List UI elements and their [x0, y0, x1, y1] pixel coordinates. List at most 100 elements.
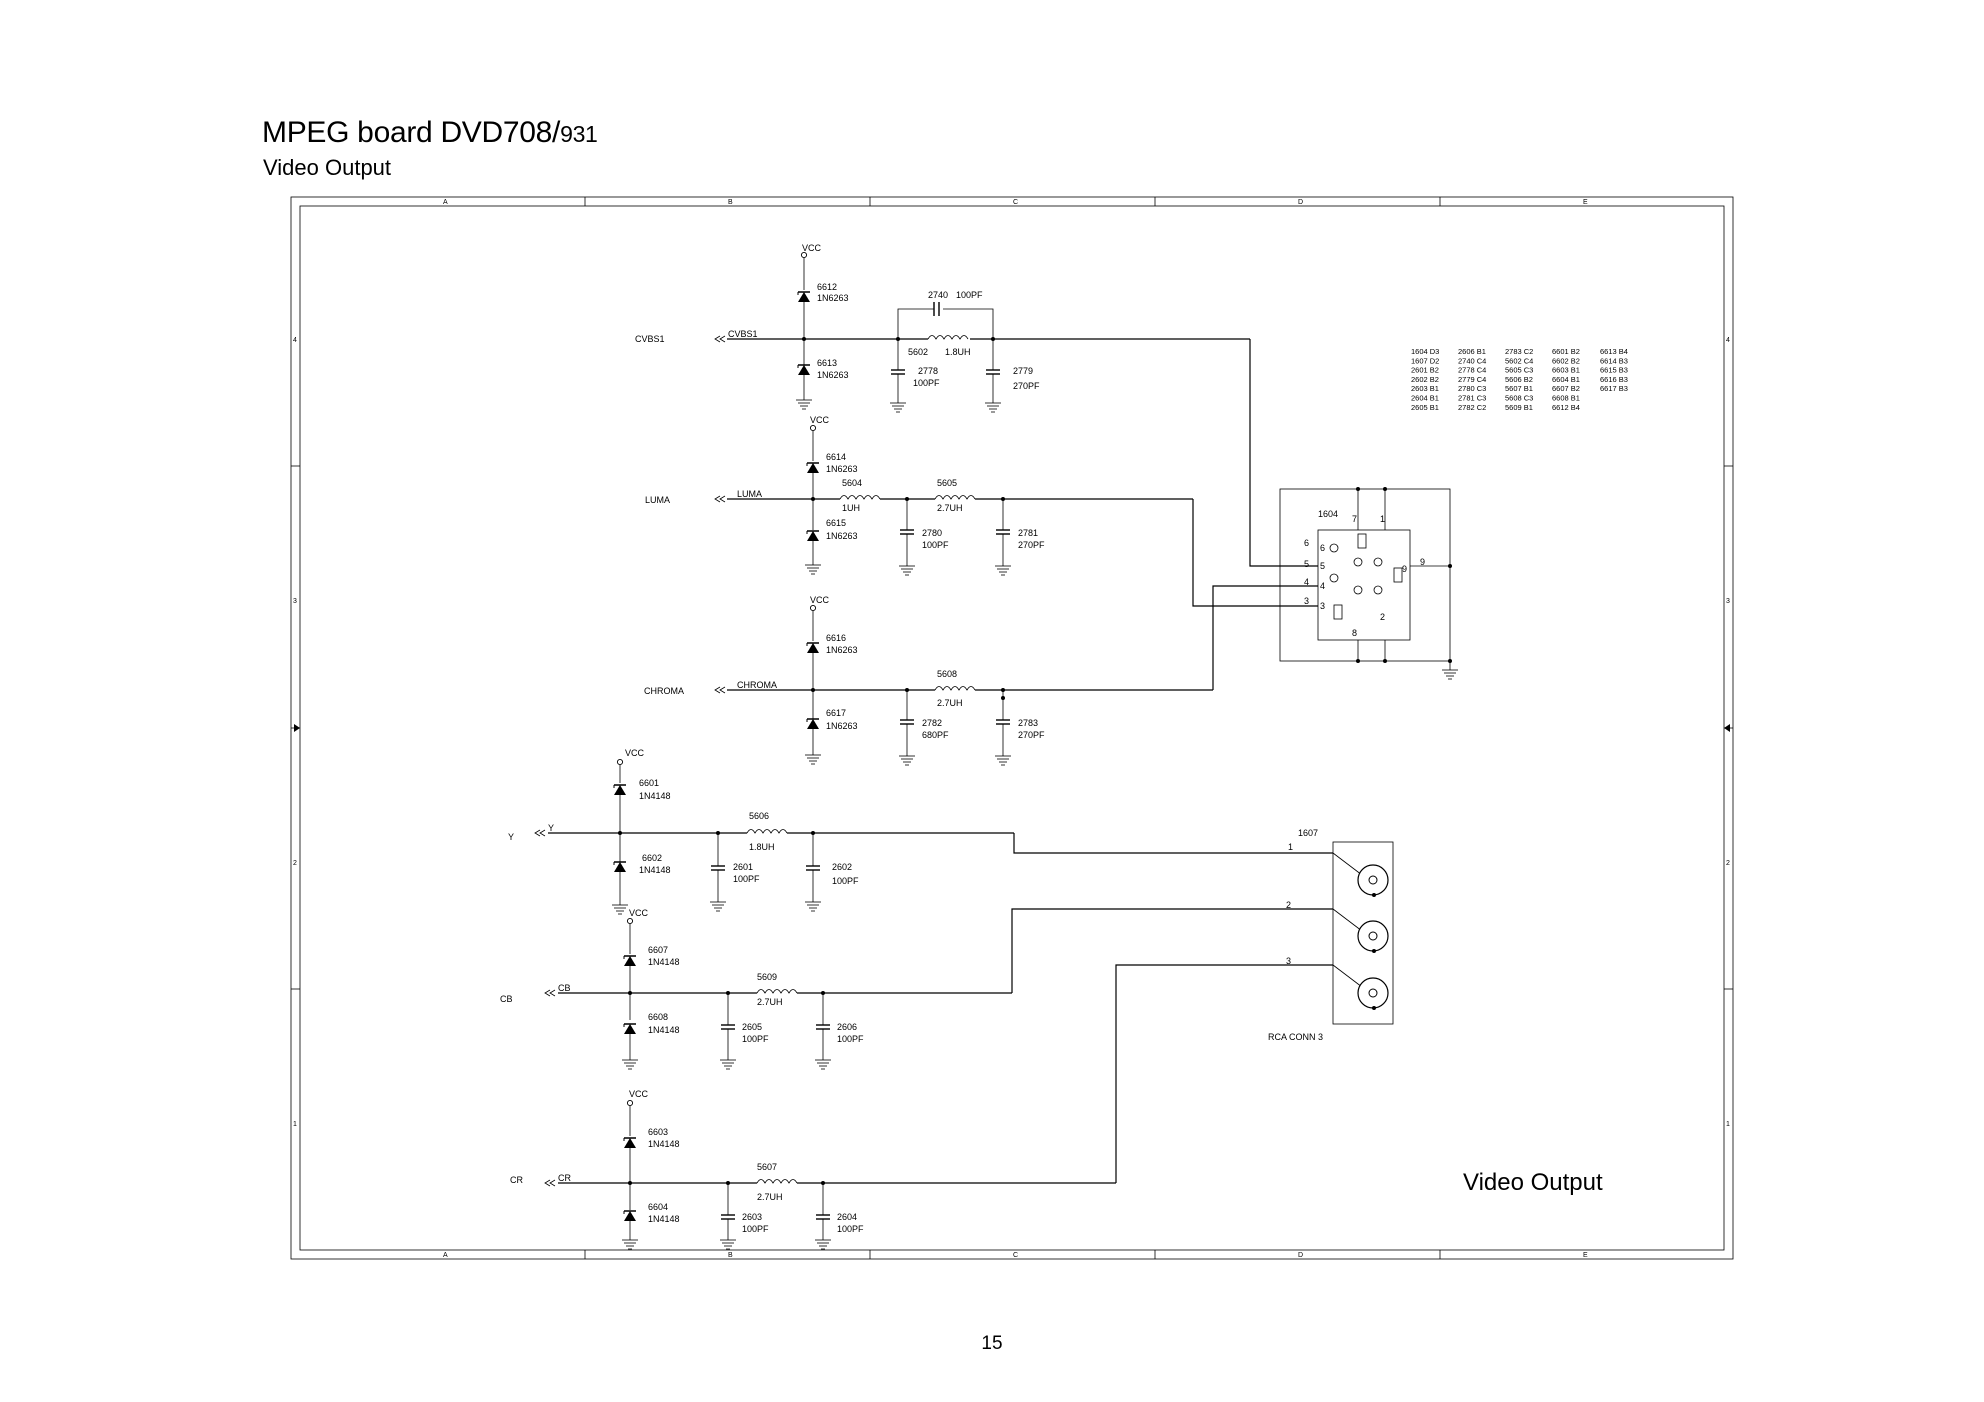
l5609-ref: 5609	[757, 972, 777, 982]
c2602-val: 100PF	[832, 876, 859, 886]
cvbs-port-label: CVBS1	[635, 334, 665, 344]
cb-circuit: VCC 6607 1N4148 CB CB 6608 1N4148 5609 2…	[500, 908, 1297, 1070]
xref-cell: 2778 C4	[1458, 366, 1486, 375]
c2740-val: 100PF	[956, 290, 983, 300]
j1604-ref: 1604	[1318, 509, 1338, 519]
col-label-b-top: B	[728, 199, 733, 206]
d6607-ref: 6607	[648, 945, 668, 955]
xref-cell: 6617 B3	[1600, 384, 1628, 393]
c2778-val: 100PF	[913, 378, 940, 388]
xref-cell: 2740 C4	[1458, 356, 1486, 365]
l5605-ref: 5605	[937, 478, 957, 488]
l5608-ref: 5608	[937, 669, 957, 679]
c2604-val: 100PF	[837, 1224, 864, 1234]
c2606-val: 100PF	[837, 1034, 864, 1044]
l5604-val: 1UH	[842, 503, 860, 513]
c2603-ref: 2603	[742, 1212, 762, 1222]
page-number: 15	[981, 1333, 1003, 1354]
row-label-1-right: 1	[1726, 1121, 1730, 1128]
d6614-val: 1N6263	[826, 464, 858, 474]
vcc-label: VCC	[802, 243, 822, 253]
xref-cell: 2602 B2	[1411, 375, 1439, 384]
c2780-ref: 2780	[922, 528, 942, 538]
row-label-2-right: 2	[1726, 860, 1730, 867]
chroma-circuit: VCC 6616 1N6263 CHROMA CHROMA 6617 1N626…	[644, 585, 1318, 766]
j1604-pin2: 2	[1380, 612, 1385, 622]
l5602-val: 1.8UH	[945, 347, 971, 357]
col-label-c-top: C	[1013, 199, 1018, 206]
xref-cell: 6616 B3	[1600, 375, 1628, 384]
c2602-ref: 2602	[832, 862, 852, 872]
xref-cell: 2603 B1	[1411, 384, 1439, 393]
xref-cell: 6608 B1	[1552, 394, 1580, 403]
j1604-pin8: 8	[1352, 628, 1357, 638]
d6613-val: 1N6263	[817, 370, 849, 380]
c2606-ref: 2606	[837, 1022, 857, 1032]
vcc-label: VCC	[810, 595, 830, 605]
connector-1604: 1604 6 5 4 3 6 5 4 3 7 8 1 2 9 9	[1279, 487, 1459, 680]
c2601-val: 100PF	[733, 874, 760, 884]
d6616-val: 1N6263	[826, 645, 858, 655]
col-label-c-bottom: C	[1013, 1252, 1018, 1259]
title-suffix: 931	[560, 121, 598, 147]
row-label-3-left: 3	[293, 598, 297, 605]
row-label-1-left: 1	[293, 1121, 297, 1128]
col-label-d-top: D	[1298, 199, 1303, 206]
c2779-ref: 2779	[1013, 366, 1033, 376]
c2781-ref: 2781	[1018, 528, 1038, 538]
j1607-pin3: 3	[1286, 956, 1291, 966]
d6617-val: 1N6263	[826, 721, 858, 731]
j1604-pin4-inner: 4	[1320, 581, 1325, 591]
cr-net-label: CR	[558, 1173, 571, 1183]
xref-cell: 2780 C3	[1458, 384, 1486, 393]
xref-cell: 2606 B1	[1458, 347, 1486, 356]
vcc-label: VCC	[629, 908, 649, 918]
cr-circuit: VCC 6603 1N4148 CR CR 6604 1N4148 5607 2…	[510, 964, 1297, 1250]
xref-cell: 2605 B1	[1411, 403, 1439, 412]
cvbs-circuit: VCC 6612 1N6263 CVBS1 CVBS1 6613 1N6263 …	[635, 243, 1318, 567]
cr-port-label: CR	[510, 1175, 523, 1185]
c2601-ref: 2601	[733, 862, 753, 872]
j1604-pin6: 6	[1304, 538, 1309, 548]
j1604-pin5-inner: 5	[1320, 561, 1325, 571]
row-label-2-left: 2	[293, 860, 297, 867]
d6603-ref: 6603	[648, 1127, 668, 1137]
xref-cell: 6614 B3	[1600, 356, 1628, 365]
cvbs-net-label: CVBS1	[728, 329, 758, 339]
d6608-val: 1N4148	[648, 1025, 680, 1035]
xref-cell: 6612 B4	[1552, 403, 1580, 412]
col-label-d-bottom: D	[1298, 1252, 1303, 1259]
c2783-ref: 2783	[1018, 718, 1038, 728]
c2605-ref: 2605	[742, 1022, 762, 1032]
xref-cell: 6607 B2	[1552, 384, 1580, 393]
l5602-ref: 5602	[908, 347, 928, 357]
col-label-a-bottom: A	[443, 1252, 448, 1259]
xref-cell: 5607 B1	[1505, 384, 1533, 393]
c2783-val: 270PF	[1018, 730, 1045, 740]
d6602-ref: 6602	[642, 853, 662, 863]
j1604-pin3: 3	[1304, 596, 1309, 606]
j1607-pin1: 1	[1288, 842, 1293, 852]
row-label-3-right: 3	[1726, 598, 1730, 605]
chroma-port-label: CHROMA	[644, 686, 684, 696]
l5607-ref: 5607	[757, 1162, 777, 1172]
c2740-ref: 2740	[928, 290, 948, 300]
d6616-ref: 6616	[826, 633, 846, 643]
d6617-ref: 6617	[826, 708, 846, 718]
c2604-ref: 2604	[837, 1212, 857, 1222]
col-label-a-top: A	[443, 199, 448, 206]
xref-cell: 5608 C3	[1505, 394, 1533, 403]
d6604-val: 1N4148	[648, 1214, 680, 1224]
c2782-val: 680PF	[922, 730, 949, 740]
j1607-val: RCA CONN 3	[1268, 1032, 1323, 1042]
d6604-ref: 6604	[648, 1202, 668, 1212]
d6612-val: 1N6263	[817, 293, 849, 303]
xref-cell: 1607 D2	[1411, 356, 1439, 365]
cb-port-label: CB	[500, 994, 513, 1004]
vcc-label: VCC	[629, 1089, 649, 1099]
d6601-val: 1N4148	[639, 791, 671, 801]
c2782-ref: 2782	[922, 718, 942, 728]
xref-cell: 6615 B3	[1600, 366, 1628, 375]
frame-arrow-right	[1724, 724, 1730, 732]
d6607-val: 1N4148	[648, 957, 680, 967]
